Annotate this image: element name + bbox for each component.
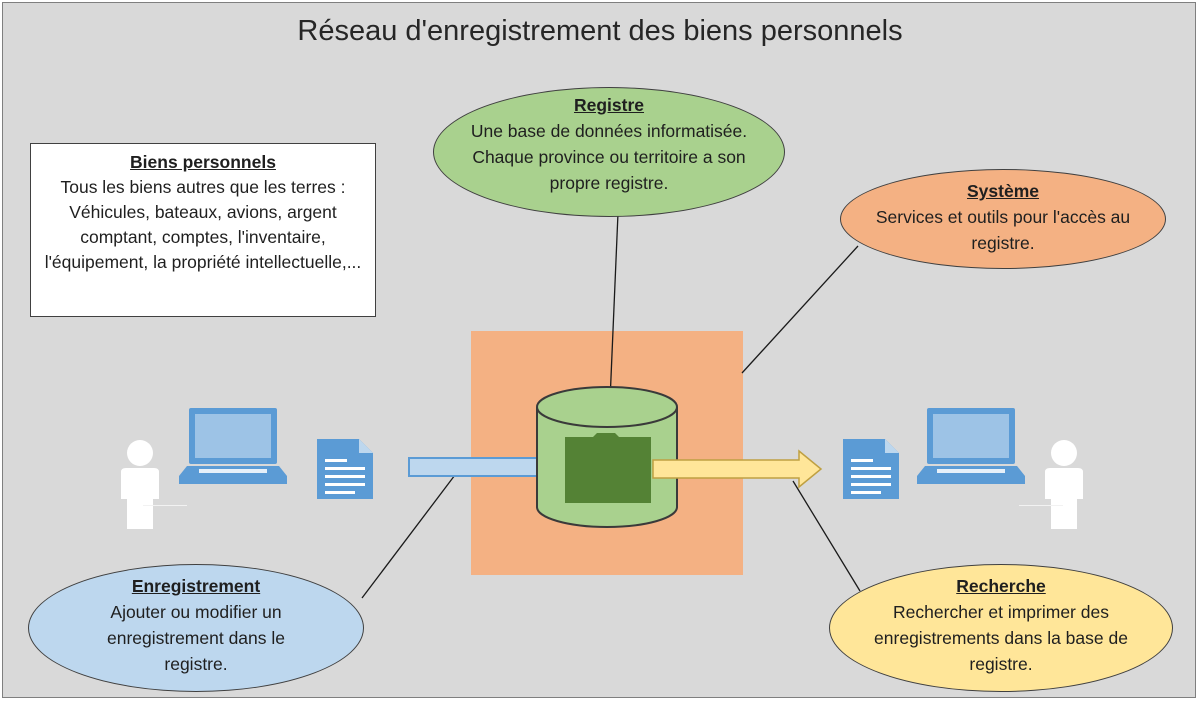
left-document-icon [317, 439, 373, 499]
enregistrement-ellipse: Enregistrement Ajouter ou modifier un en… [28, 564, 364, 692]
enregistrement-text: Ajouter ou modifier un enregistrement da… [106, 602, 286, 674]
enregistrement-connector [361, 470, 459, 599]
diagram-title: Réseau d'enregistrement des biens person… [297, 15, 903, 47]
enregistrement-heading: Enregistrement [131, 576, 261, 596]
systeme-ellipse: Système Services et outils pour l'accès … [840, 169, 1166, 269]
left-laptop-icon [179, 408, 287, 484]
registre-connector [609, 212, 619, 402]
recherche-heading: Recherche [956, 576, 1046, 596]
folder-icon [565, 433, 651, 503]
right-user-shadow [1019, 505, 1063, 506]
right-document-icon [843, 439, 899, 499]
registre-ellipse: Registre Une base de données informatisé… [433, 87, 785, 217]
recherche-ellipse: Recherche Rechercher et imprimer des enr… [829, 564, 1173, 692]
right-laptop-icon [917, 408, 1025, 484]
biens-personnels-text: Tous les biens autres que les terres : V… [44, 177, 362, 272]
biens-personnels-heading: Biens personnels [130, 152, 276, 172]
recherche-text: Rechercher et imprimer des enregistremen… [874, 602, 1128, 674]
systeme-heading: Système [967, 181, 1039, 201]
arrow-out-icon [652, 449, 823, 489]
systeme-connector [741, 245, 859, 374]
recherche-connector [792, 480, 861, 592]
left-user-shadow [143, 505, 187, 506]
right-person-icon [1045, 440, 1083, 529]
systeme-text: Services et outils pour l'accès au regis… [875, 207, 1131, 253]
registre-text: Une base de données informatisée. Chaque… [470, 121, 748, 193]
left-person-icon [121, 440, 159, 529]
connector-lines [361, 212, 861, 599]
biens-personnels-box: Biens personnels Tous les biens autres q… [30, 143, 376, 317]
registre-heading: Registre [573, 95, 645, 115]
